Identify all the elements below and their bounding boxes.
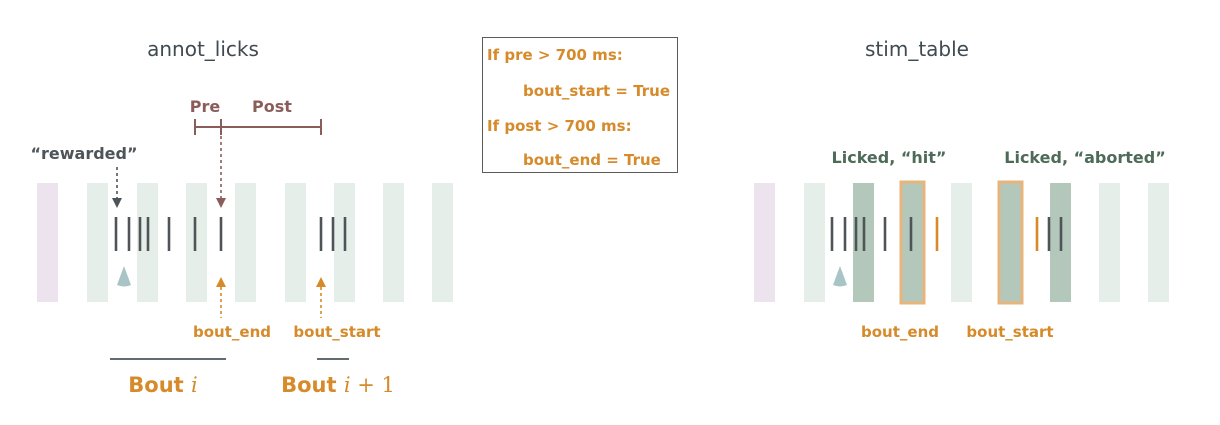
rule-bout-end: bout_end = True xyxy=(523,151,661,169)
rule-box: If pre > 700 ms: bout_start = True If po… xyxy=(482,37,678,173)
trial-stripe xyxy=(1148,183,1169,302)
pre-post-bracket xyxy=(194,119,322,135)
reward-drop-icon xyxy=(117,266,131,287)
bout-i-prefix: Bout xyxy=(128,373,191,397)
bout-start-highlight xyxy=(997,180,1024,305)
bout-next-var: i xyxy=(344,373,351,397)
right-bout-start-label: bout_start xyxy=(966,323,1053,341)
bout-i-var: i xyxy=(191,373,198,397)
rule-bout-start: bout_start = True xyxy=(523,82,670,100)
iti-stripe xyxy=(754,183,775,302)
right-bout-end-label: bout_end xyxy=(861,323,939,341)
trial-stripe xyxy=(186,183,207,302)
pre-label: Pre xyxy=(190,97,221,116)
right-bout-boundary-ticks xyxy=(935,217,1039,251)
right-lick-ticks xyxy=(830,217,1063,251)
right-panel: stim_table Licked, “hit” Licked, “aborte… xyxy=(754,37,1169,341)
iti-stripe xyxy=(37,183,58,302)
left-panel-title: annot_licks xyxy=(147,37,259,61)
rewarded-arrow-head xyxy=(112,198,122,208)
post-label: Post xyxy=(252,97,292,116)
bout-end-highlight xyxy=(899,180,926,305)
rewarded-label: “rewarded” xyxy=(31,144,138,163)
trial-stripe xyxy=(1099,183,1120,302)
reward-drop-icon xyxy=(833,266,847,287)
bout-next-prefix: Bout xyxy=(281,373,344,397)
left-panel: annot_licks “r xyxy=(31,37,453,397)
trial-stripe xyxy=(235,183,256,302)
licked-aborted-label: Licked, “aborted” xyxy=(1004,148,1165,167)
licked-hit-label: Licked, “hit” xyxy=(832,148,947,167)
bout-end-trial-stripe xyxy=(902,183,923,302)
bout-start-trial-stripe xyxy=(1000,183,1021,302)
right-panel-title: stim_table xyxy=(865,37,969,61)
trial-stripe xyxy=(804,183,825,302)
rule-post-condition: If post > 700 ms: xyxy=(487,117,632,135)
trial-stripe xyxy=(383,183,404,302)
trial-stripe xyxy=(285,183,306,302)
left-trial-stripes xyxy=(37,183,453,302)
trial-stripe xyxy=(951,183,972,302)
left-lick-ticks xyxy=(114,217,347,251)
trial-stripe xyxy=(432,183,453,302)
right-trial-stripes xyxy=(754,183,1169,302)
bout-end-arrow-head xyxy=(216,277,226,287)
rule-box-frame xyxy=(482,37,678,173)
bout-next-label: Bout i + 1 xyxy=(281,373,395,397)
rule-pre-condition: If pre > 700 ms: xyxy=(487,46,623,64)
trial-stripe xyxy=(87,183,108,302)
bout-i-label: Bout i xyxy=(128,373,197,397)
bout-end-label: bout_end xyxy=(193,323,271,341)
bout-next-suffix: + 1 xyxy=(351,373,395,397)
pre-post-arrow-head xyxy=(216,198,226,208)
bout-start-label: bout_start xyxy=(293,323,380,341)
bout-start-arrow-head xyxy=(316,277,326,287)
